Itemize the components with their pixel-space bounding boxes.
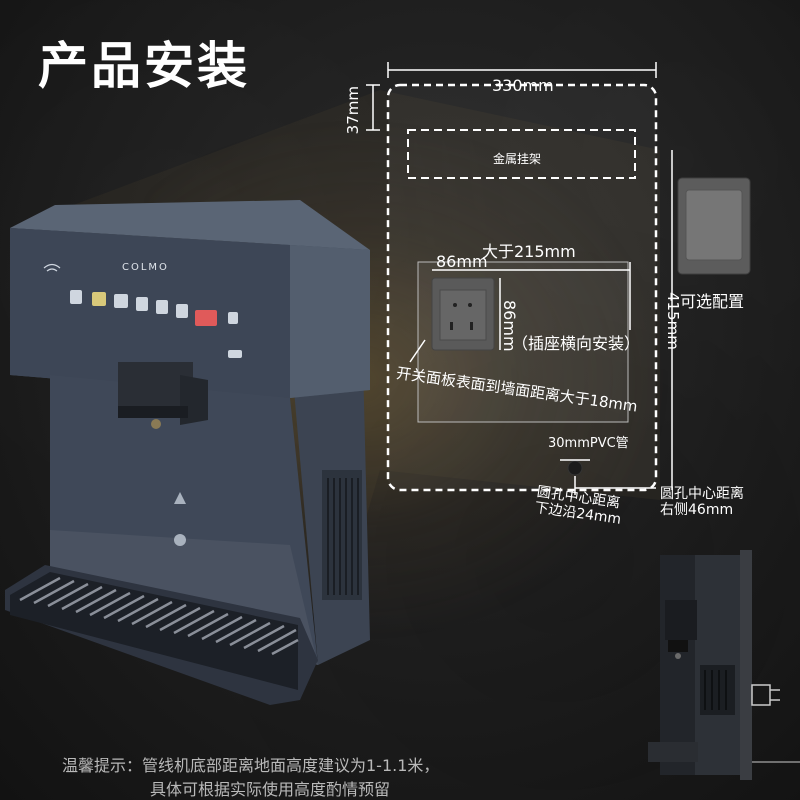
drip-grill [19,576,299,656]
page-title: 产品安装 [38,37,250,95]
socket-distance-label: 大于215mm [482,242,576,261]
wifi-icon [43,263,61,272]
hole-right-label: 圆孔中心距离 右侧46mm [660,486,744,518]
socket-height-label: 86mm [500,300,519,352]
socket-note-label: （插座横向安装） [512,334,641,353]
pvc-hole [567,460,583,476]
side-view-device [648,550,800,780]
device-brand-logo: COLMO [122,262,169,273]
bracket-label: 金属挂架 [493,152,542,166]
optional-config-label: 可选配置 [680,292,745,311]
bracket-outline [407,129,636,179]
footnote-line-1: 温馨提示：管线机底部距离地面高度建议为1-1.1米， [62,756,440,775]
panel-icons [70,290,242,546]
top-offset-label: 37mm [344,86,362,135]
control-panel [10,228,290,398]
nozzle-tip [151,419,161,429]
footnote-line-2: 具体可根据实际使用高度酌情预留 [150,780,391,799]
mounting-outline [386,83,658,492]
socket-width-label: 86mm [436,252,488,271]
width-label: 330mm [492,76,554,95]
pvc-pipe-label: 30mmPVC管 [548,436,629,451]
side-vent [322,470,362,600]
height-label: 415mm [664,292,682,350]
